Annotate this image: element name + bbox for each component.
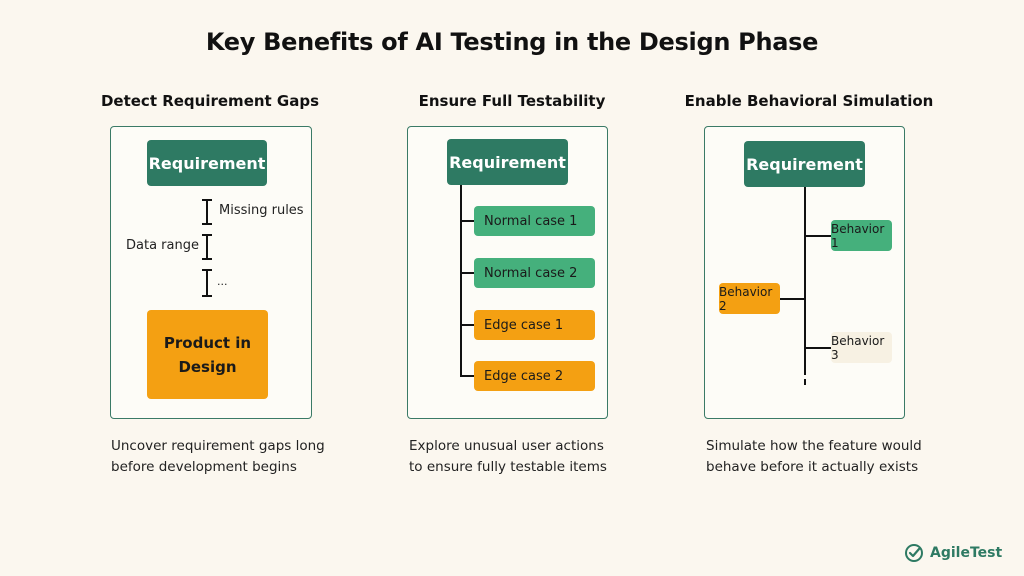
description-line: Explore unusual user actions [409,438,604,454]
tree-branch [804,235,831,237]
gap-label-data-range: Data range [126,238,199,253]
tree-branch [780,298,806,300]
behavior-1-box: Behavior 1 [831,220,892,251]
tree-branch [460,324,474,326]
requirement-box: Requirement [447,139,568,185]
gap-bracket [202,269,212,297]
column-heading-gaps: Detect Requirement Gaps [100,92,320,110]
case-normal-2: Normal case 2 [474,258,595,288]
product-in-design-box: Product in Design [147,310,268,399]
panel-simulation: Requirement Behavior 1 Behavior 2 Behavi… [704,126,905,419]
tree-branch [460,220,474,222]
requirement-box: Requirement [147,140,267,186]
panel-gaps: Requirement Missing rules Data range ...… [110,126,312,419]
tree-trunk-dashed [804,369,806,385]
behavior-3-box: Behavior 3 [831,332,892,363]
brand-logo: AgileTest [904,543,1002,563]
column-heading-testability: Ensure Full Testability [418,92,606,110]
description-line: Simulate how the feature would [706,438,922,454]
description-gaps: Uncover requirement gaps long before dev… [111,436,325,478]
requirement-box: Requirement [744,141,865,187]
gap-label-ellipsis: ... [217,275,228,288]
panel-testability: Requirement Normal case 1 Normal case 2 … [407,126,608,419]
description-testability: Explore unusual user actions to ensure f… [409,436,607,478]
case-edge-2: Edge case 2 [474,361,595,391]
check-circle-icon [905,544,923,562]
gap-label-missing-rules: Missing rules [219,203,304,218]
description-line: Uncover requirement gaps long [111,438,325,454]
description-line: behave before it actually exists [706,459,919,475]
description-simulation: Simulate how the feature would behave be… [706,436,922,478]
tree-branch [804,347,831,349]
tree-trunk [804,187,806,369]
tree-trunk [460,185,462,377]
tree-branch [460,375,474,377]
description-line: to ensure fully testable items [409,459,607,475]
brand-name: AgileTest [930,545,1003,561]
gap-bracket [202,234,212,260]
behavior-2-box: Behavior 2 [719,283,780,314]
case-edge-1: Edge case 1 [474,310,595,340]
page-title: Key Benefits of AI Testing in the Design… [205,28,819,56]
case-normal-1: Normal case 1 [474,206,595,236]
description-line: before development begins [111,459,297,475]
tree-branch [460,272,474,274]
gap-bracket [202,199,212,225]
column-heading-simulation: Enable Behavioral Simulation [684,92,934,110]
